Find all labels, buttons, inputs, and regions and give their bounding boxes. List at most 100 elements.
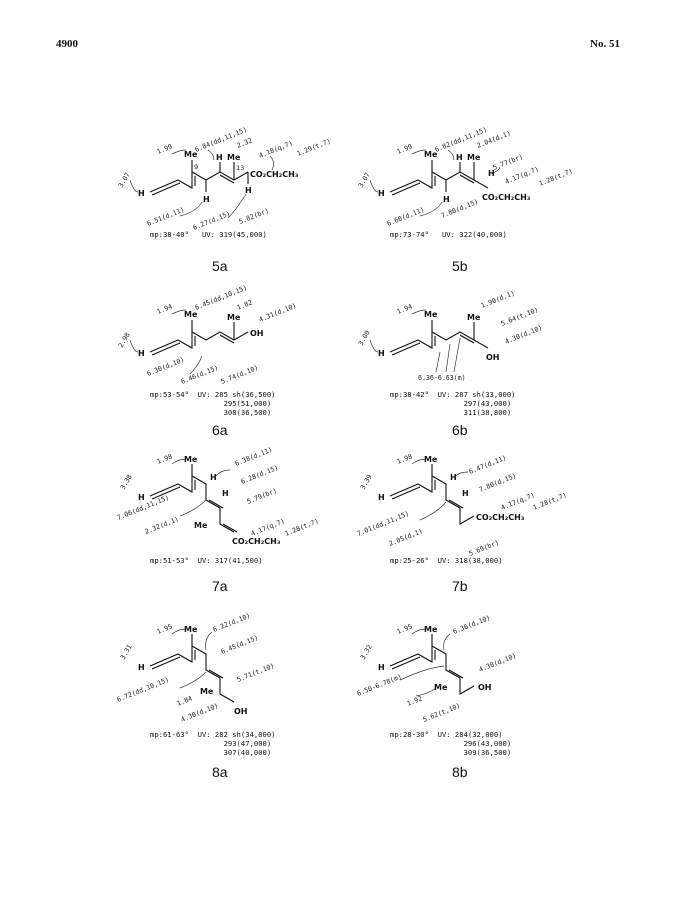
h-atom: H: [222, 489, 229, 498]
nmr-label: 1.28(t,7): [532, 491, 568, 512]
properties-6b: mp:38-42° UV: 287 sh(33,000) 297(43,000)…: [390, 390, 516, 417]
me-atom: Me: [184, 150, 198, 159]
compound-label: 7a: [212, 578, 228, 594]
properties-5a: mp:38-40° UV: 319(45,000): [150, 230, 267, 239]
nmr-label: 6.45(d,15): [220, 634, 260, 656]
uv-data: 296(43,000): [463, 739, 512, 748]
nmr-label: 4.31(d,10): [258, 302, 298, 324]
nmr-label: 3.07: [357, 171, 372, 189]
h-atom: H: [138, 493, 145, 502]
h-atom: H: [462, 489, 469, 498]
nmr-label: 5.77(br): [492, 153, 524, 172]
properties-7b: mp:25-26° UV: 318(38,000): [390, 556, 503, 565]
uv-data: 311(38,800): [463, 408, 512, 417]
h-atom: H: [378, 189, 385, 198]
nmr-label: 6.30(d,10): [146, 356, 186, 378]
structure-6b: H Me Me OH 1.94 1.90(d,1) 5.64(t,10) 4.3…: [357, 289, 544, 382]
me-atom: Me: [424, 310, 438, 319]
ester-group: CO₂CH₂CH₃: [476, 513, 525, 522]
me-atom: Me: [184, 310, 198, 319]
uv-data: UV: 282 sh(34,000): [197, 730, 276, 739]
nmr-label: 2.98: [117, 331, 132, 349]
me-atom: Me: [467, 313, 481, 322]
nmr-label: 1.84: [176, 694, 194, 707]
structure-5b: H Me Me H H H CO₂CH₂CH₃ 1.99 6.82(dd,11,…: [357, 126, 574, 228]
properties-8a: mp:61-63° UV: 282 sh(34,000) 293(47,000)…: [150, 730, 276, 757]
nmr-label: 5.64(t,10): [500, 306, 540, 328]
compound-8b: H Me Me OH 1.95 6.36(d,10) 3.32 4.30(d,1…: [350, 610, 640, 780]
melting-point: mp:61-63°: [150, 730, 189, 739]
hydroxyl-group: OH: [486, 353, 500, 362]
compound-8a: H Me Me OH 1.95 6.22(d,10) 6.45(d,15) 3.…: [110, 610, 400, 780]
locant: 9: [194, 163, 198, 171]
compound-label: 8b: [452, 764, 468, 780]
nmr-label: 2.05(d,1): [388, 527, 424, 548]
structure-7a: H Me Me H H CO₂CH₂CH₃ 1.98 6.38(d,11) 6.…: [116, 446, 320, 546]
uv-data: UV: 318(38,000): [437, 556, 503, 565]
nmr-label: 6.36(d,10): [452, 614, 492, 636]
structure-8a: H Me Me OH 1.95 6.22(d,10) 6.45(d,15) 3.…: [116, 612, 276, 724]
nmr-label: 4.18(q,7): [258, 139, 294, 160]
nmr-label: 1.92: [406, 694, 424, 707]
nmr-label: 1.94: [396, 302, 414, 315]
nmr-label: 6.47(d,11): [468, 454, 508, 476]
compound-label: 6b: [452, 422, 468, 438]
me-atom: Me: [424, 455, 438, 464]
locant: 13: [236, 164, 244, 172]
nmr-label: 6.38(d,11): [234, 446, 274, 468]
properties-7a: mp:51-53° UV: 317(41,500): [150, 556, 263, 565]
h-atom: H: [203, 195, 210, 204]
compound-label: 7b: [452, 578, 468, 594]
uv-data: 307(40,000): [223, 748, 272, 757]
nmr-label: 1.99: [156, 142, 174, 155]
nmr-label: 3.07: [117, 171, 132, 189]
h-atom: H: [488, 169, 495, 178]
nmr-label: 6.28(d,15): [240, 464, 280, 486]
me-atom: Me: [200, 687, 214, 696]
nmr-label: 5.74(d,10): [220, 364, 260, 386]
uv-data: UV: 319(45,000): [201, 230, 267, 239]
structure-7b: H Me H H CO₂CH₂CH₃ 1.98 6.47(d,11) 7.80(…: [356, 452, 568, 558]
structure-5a: H Me Me H H H CO₂CH₂CH₃ 9 13 1.99 6.84(d…: [117, 126, 332, 232]
h-atom: H: [138, 663, 145, 672]
compound-5b: H Me Me H H H CO₂CH₂CH₃ 1.99 6.82(dd,11,…: [350, 120, 640, 280]
h-atom: H: [210, 473, 217, 482]
h-atom: H: [378, 349, 385, 358]
me-atom: Me: [467, 153, 481, 162]
h-atom: H: [216, 153, 223, 162]
nmr-label: 4.17(q,7): [500, 491, 536, 512]
hydroxyl-group: OH: [234, 707, 248, 716]
uv-data: UV: 284(32,000): [437, 730, 503, 739]
nmr-label: 5.69(br): [468, 539, 500, 558]
nmr-label: 1.98: [396, 452, 414, 465]
me-atom: Me: [424, 625, 438, 634]
melting-point: mp:25-26°: [390, 556, 429, 565]
melting-point: mp:38-42°: [390, 390, 429, 399]
nmr-label: 2.32(d,1): [144, 515, 180, 536]
properties-6a: mp:53-54° UV: 285 sh(36,500) 295(51,000)…: [150, 390, 276, 417]
uv-data: UV: 322(40,000): [441, 230, 507, 239]
nmr-label: 1.94: [156, 302, 174, 315]
nmr-label: 6.50-6.78(m): [356, 673, 403, 698]
me-atom: Me: [184, 625, 198, 634]
h-atom: H: [456, 153, 463, 162]
issue-number: No. 51: [590, 38, 620, 50]
h-atom: H: [450, 473, 457, 482]
nmr-label: 6.60(d,11): [386, 206, 426, 228]
nmr-label: 6.36-6.63(m): [418, 374, 466, 382]
h-atom: H: [245, 186, 252, 195]
page-number: 4900: [56, 38, 78, 50]
ester-group: CO₂CH₂CH₃: [250, 170, 299, 179]
nmr-label: 3.32: [359, 643, 374, 661]
nmr-label: 3.00: [357, 329, 372, 347]
me-atom: Me: [184, 455, 198, 464]
nmr-label: 5.62(t,10): [422, 702, 462, 724]
nmr-label: 2.32: [236, 136, 254, 149]
nmr-label: 4.17(q,7): [250, 517, 286, 538]
uv-data: 295(51,000): [223, 399, 272, 408]
h-atom: H: [378, 493, 385, 502]
nmr-label: 5.82(br): [238, 207, 270, 226]
compound-7b: H Me H H CO₂CH₂CH₃ 1.98 6.47(d,11) 7.80(…: [350, 440, 640, 600]
nmr-label: 6.22(d,10): [212, 612, 252, 634]
uv-data: 297(43,000): [463, 399, 512, 408]
